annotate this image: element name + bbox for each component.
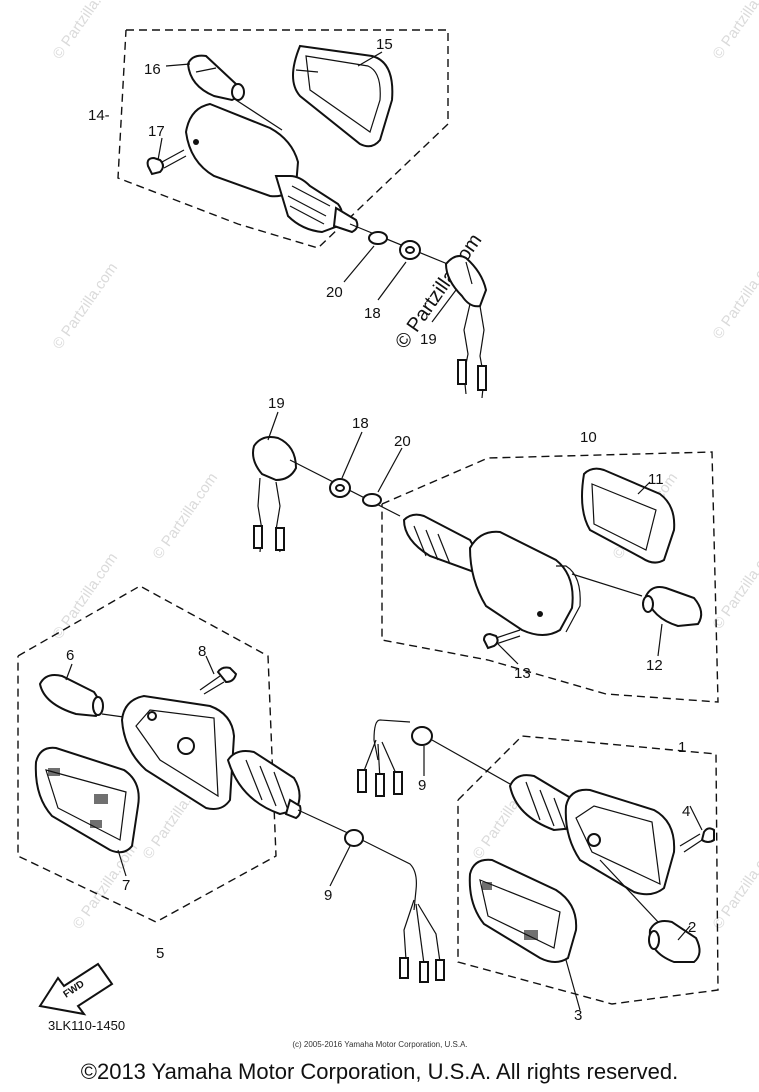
callout-19: 19: [420, 331, 437, 348]
watermark: © Partzilla.com: [709, 540, 759, 633]
lens-11: [581, 467, 676, 564]
callout-20-mid: 20: [394, 433, 411, 450]
leader-lines: [65, 51, 703, 1011]
callout-8: 8: [198, 643, 206, 660]
grommet-19-mid: [252, 436, 401, 553]
bulb-12: [571, 573, 703, 628]
lens-7: [34, 746, 140, 854]
callout-17: 17: [148, 123, 165, 140]
watermark: © Partzilla.com: [49, 260, 121, 353]
watermark: © Partzilla.com: [149, 470, 221, 563]
nut-18-mid-hole: [335, 484, 345, 492]
grommet-9-lower: [344, 829, 364, 847]
callout-13: 13: [514, 665, 531, 682]
callout-19-mid: 19: [268, 395, 285, 412]
callout-14: 14-: [88, 107, 110, 124]
footer-copyright: ©2013 Yamaha Motor Corporation, U.S.A. A…: [80, 1059, 679, 1084]
callouts: 15 16 14- 17 20 18 19 19 18 20 10 11 12 …: [66, 36, 696, 1024]
diagram-code: 3LK110-1450: [48, 1018, 125, 1033]
lens-15: [292, 44, 394, 148]
callout-18: 18: [364, 305, 381, 322]
assembly-front-left: [17, 585, 445, 983]
watermark: © Partzilla.com: [49, 0, 121, 62]
callout-18-mid: 18: [352, 415, 369, 432]
dashed-boundary-14: [117, 29, 449, 249]
screw-8: [199, 666, 238, 695]
dashed-boundary-10: [381, 451, 719, 703]
callout-4: 4: [682, 803, 690, 820]
lens-3: [468, 858, 578, 963]
turn-signal-housing-top: [184, 102, 473, 275]
callout-9-lower: 9: [324, 887, 332, 904]
callout-15: 15: [376, 36, 393, 53]
dashed-boundary-1: [457, 735, 719, 1005]
small-copyright: (c) 2005-2016 Yamaha Motor Corporation, …: [292, 1040, 467, 1049]
grommet-19: [444, 255, 488, 399]
callout-6: 6: [66, 647, 74, 664]
wire-connectors-lower: [399, 899, 445, 983]
forward-arrow: FWD: [38, 962, 114, 1016]
callout-7: 7: [122, 877, 130, 894]
assembly-front-right: [357, 719, 719, 1005]
callout-20: 20: [326, 284, 343, 301]
callout-9-upper: 9: [418, 777, 426, 794]
washer-20-mid: [362, 493, 382, 507]
watermark: © Partzilla.com: [709, 0, 759, 62]
callout-11: 11: [648, 471, 664, 488]
dashed-boundary-5: [17, 585, 277, 923]
screw-17: [146, 149, 187, 176]
bulb-2: [648, 920, 701, 963]
washer-20: [368, 231, 388, 245]
turn-signal-housing-front-right: [508, 774, 676, 925]
grommet-9-upper: [357, 719, 511, 797]
callout-10: 10: [580, 429, 597, 446]
nut-18-hole: [405, 246, 415, 254]
callout-2: 2: [688, 919, 696, 936]
watermark: © Partzilla.com: [49, 550, 121, 643]
turn-signal-housing-front-left: [120, 694, 417, 911]
callout-3: 3: [574, 1007, 582, 1024]
callout-16: 16: [144, 61, 161, 78]
assembly-middle-rear-right: [252, 436, 719, 703]
screw-4: [679, 827, 715, 853]
callout-5: 5: [156, 945, 164, 962]
turn-signal-housing-mid: [402, 513, 581, 636]
callout-1: 1: [678, 739, 686, 756]
callout-12: 12: [646, 657, 663, 674]
bulb-16: [186, 54, 283, 131]
screw-13: [482, 629, 521, 650]
watermark: © Partzilla.com: [709, 250, 759, 343]
assembly-top-rear-left: [117, 29, 488, 399]
